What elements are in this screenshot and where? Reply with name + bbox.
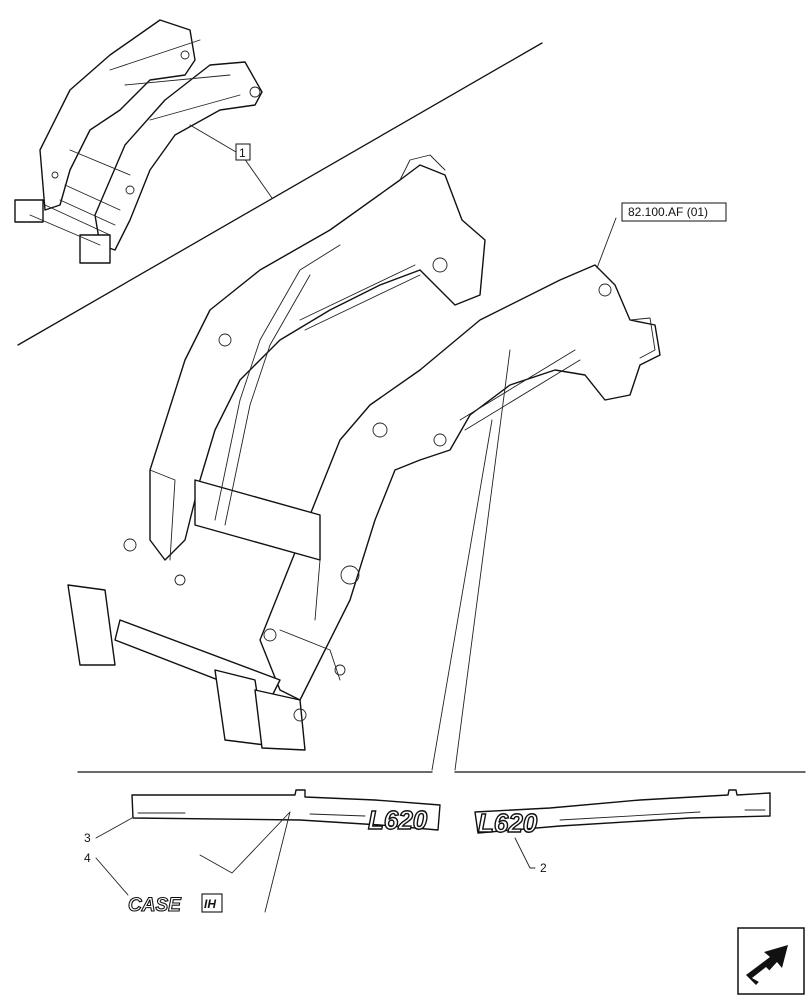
leader-decal-2 [454, 349, 511, 771]
loader-main [67, 154, 661, 751]
next-page-arrow-icon[interactable] [737, 927, 805, 995]
leader-v [199, 811, 291, 913]
decal-stripe-right: L620 [474, 789, 771, 839]
callout-1: 1 [239, 146, 246, 160]
leader-1b [243, 157, 273, 199]
leader-3 [95, 817, 133, 839]
reference-label: 82.100.AF (01) [628, 205, 708, 219]
callout-3: 3 [84, 831, 91, 845]
leader-4 [95, 857, 129, 896]
decal-stripe-left: L620 [131, 789, 441, 836]
loader-thumbnail [14, 19, 263, 264]
leader-reference [596, 217, 617, 269]
brand-suffix: IH [204, 897, 216, 911]
model-decal-right: L620 [478, 808, 538, 838]
callout-4: 4 [84, 851, 91, 865]
callout-2: 2 [540, 861, 547, 875]
leader-decal-3 [431, 419, 493, 771]
divider-diagonal [17, 42, 543, 346]
model-decal-left: L620 [368, 805, 428, 835]
leader-2 [514, 837, 536, 869]
case-ih-badge: CASE IH [127, 893, 223, 917]
callout-1-box [235, 143, 251, 161]
reference-box [621, 202, 727, 222]
brand-logo: CASE [128, 895, 182, 916]
leader-1 [189, 124, 237, 153]
